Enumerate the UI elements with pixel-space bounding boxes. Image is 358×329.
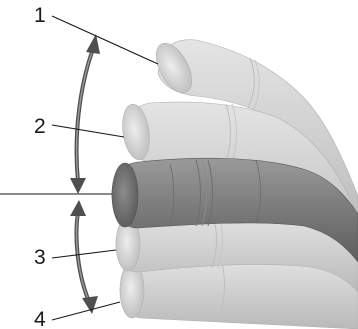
callout-3: 3 (34, 246, 46, 269)
lower-travel-arrow (70, 200, 98, 314)
arrowhead-up-icon (70, 200, 86, 216)
leader-line-4 (52, 302, 120, 320)
callout-4: 4 (34, 308, 46, 329)
leader-line-2 (52, 125, 124, 137)
callout-2: 2 (34, 115, 46, 138)
leader-line-1 (52, 16, 158, 64)
arrowhead-down-icon (70, 178, 86, 194)
leader-line-3 (52, 250, 116, 258)
upper-travel-arrow (70, 34, 100, 194)
callout-1: 1 (34, 4, 46, 27)
